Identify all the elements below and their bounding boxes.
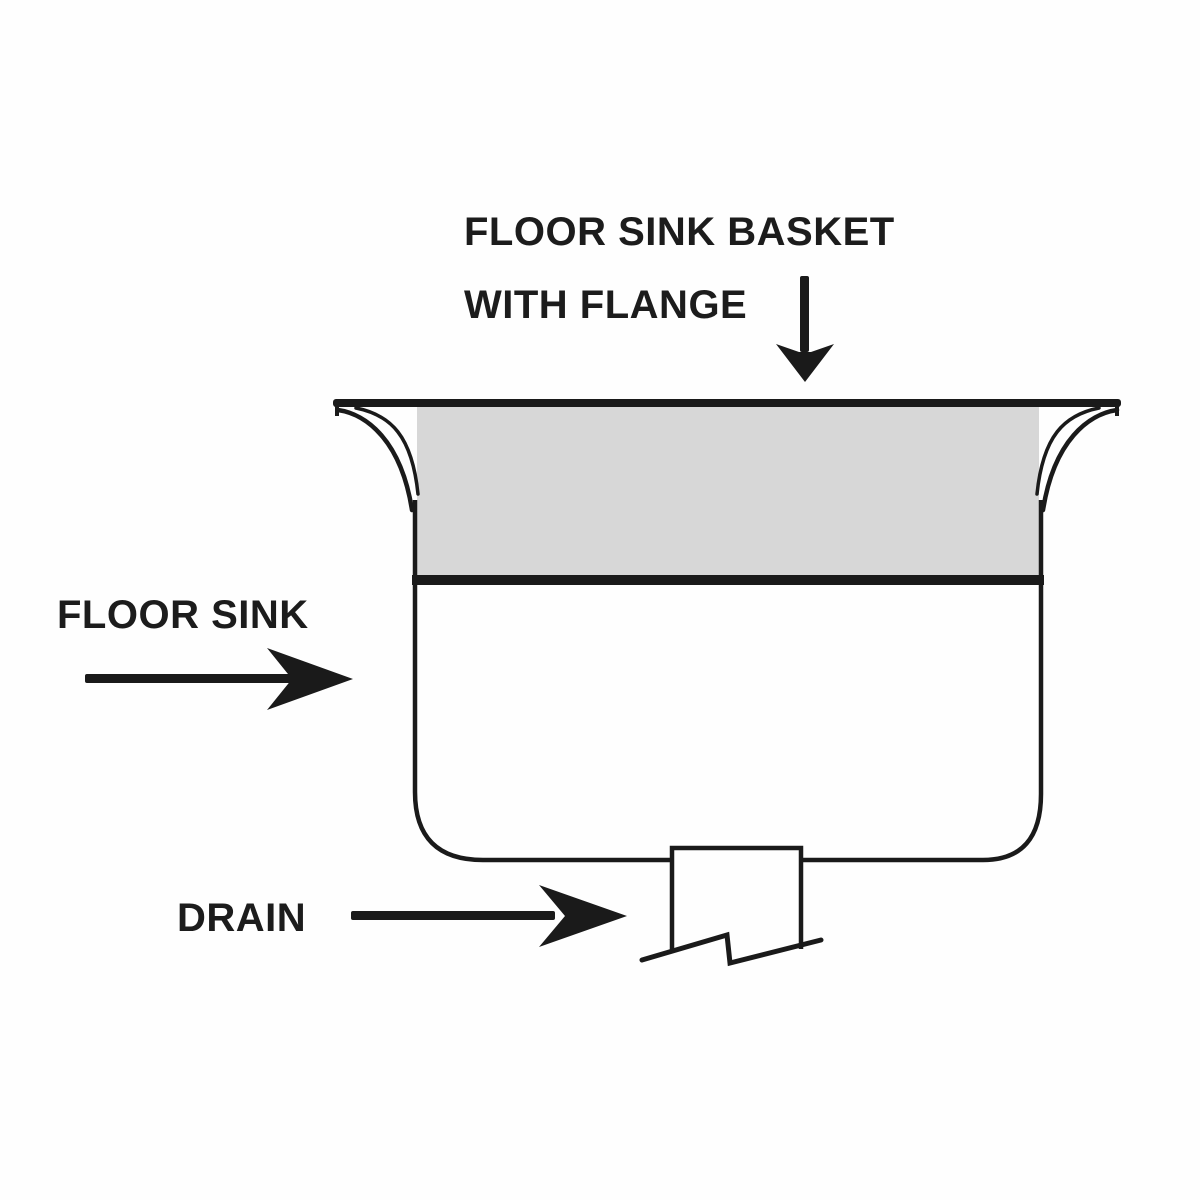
sink-wall-right [801, 500, 1044, 863]
drain-arrow-shaft [351, 911, 555, 920]
down-arrow-head [776, 344, 834, 382]
drain-arrow-head [539, 885, 627, 947]
flange-curve-right-inner [1035, 406, 1101, 496]
drain-pipe [669, 845, 804, 953]
drain-label: DRAIN [177, 896, 307, 940]
basket-body-fill [417, 404, 1039, 576]
right-arrow-icon [85, 648, 353, 710]
sink-wall-left [412, 500, 671, 863]
basket-label-line2: WITH FLANGE [464, 283, 748, 327]
floor-sink-arrow-head [267, 648, 353, 710]
flange-curve-left-outer [335, 407, 415, 513]
basket-label-line1: FLOOR SINK BASKET [464, 210, 895, 254]
right-arrow-icon [351, 885, 627, 947]
floor-sink-arrow-shaft [85, 674, 297, 683]
flange-lip [333, 399, 1121, 407]
basket-bottom-edge [412, 575, 1044, 585]
floor-sink-label: FLOOR SINK [57, 593, 309, 637]
down-arrow-icon [776, 276, 834, 382]
flange-curve-right-outer [1040, 407, 1120, 513]
drain-pipe-break-symbol [639, 931, 824, 967]
flange-curve-left-inner [354, 406, 420, 496]
down-arrow-shaft [800, 276, 809, 352]
